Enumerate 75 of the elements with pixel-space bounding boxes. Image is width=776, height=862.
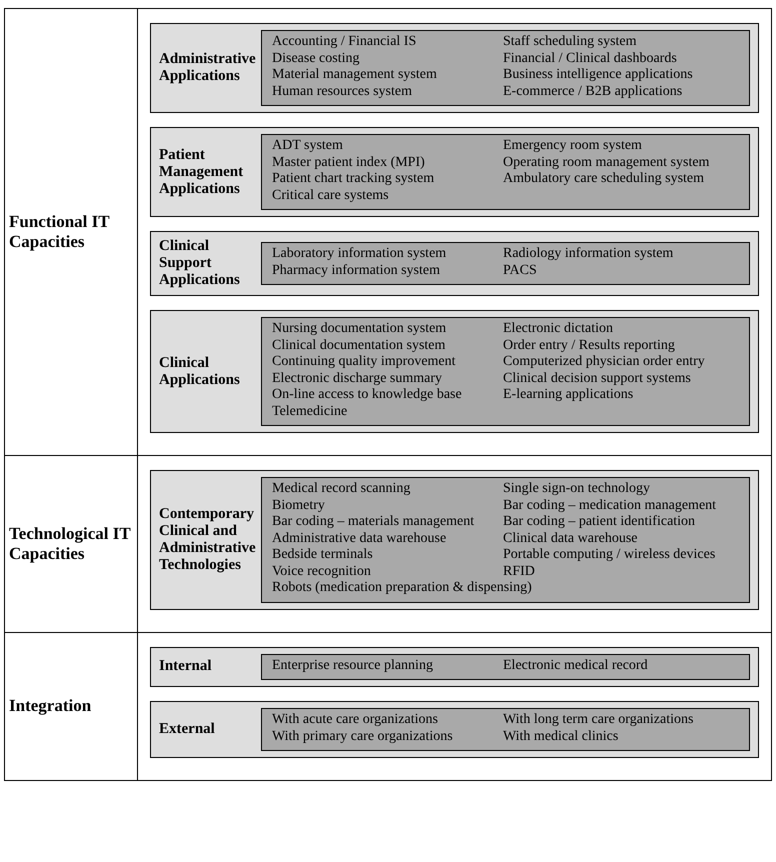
list-item: Radiology information system <box>503 246 674 262</box>
list-item: Ambulatory care scheduling system <box>503 171 706 188</box>
category-panel <box>150 231 759 296</box>
list-item: Computerized physician order entry <box>503 354 706 370</box>
list-item: Continuing quality improvement <box>272 354 457 370</box>
list-item: Bedside terminals <box>272 547 374 564</box>
category-panel <box>150 127 759 217</box>
list-item: Operating room management system <box>503 154 710 171</box>
list-item: Order entry / Results reporting <box>503 338 676 354</box>
list-item: Clinical documentation system <box>272 338 446 354</box>
list-item: Laboratory information system <box>272 246 448 262</box>
category-panel <box>150 310 759 433</box>
list-item: Voice recognition <box>272 564 372 580</box>
category-heading: Clinical Support Applications <box>159 238 241 289</box>
list-item: Single sign-on technology <box>503 481 651 498</box>
list-item: With primary care organizations <box>272 728 454 745</box>
table-row <box>5 632 771 780</box>
list-item: Bar coding – medication management <box>503 498 718 514</box>
category-heading: Internal <box>159 658 212 676</box>
list-item: Enterprise resource planning <box>272 658 434 674</box>
list-item: Financial / Clinical dashboards <box>503 50 678 67</box>
list-item: Staff scheduling system <box>503 34 638 50</box>
system-list-box <box>261 134 750 210</box>
list-item: Electronic medical record <box>503 658 649 674</box>
list-item: Human resources system <box>272 84 413 100</box>
list-item: Pharmacy information system <box>272 262 441 279</box>
list-item: Emergency room system <box>503 138 643 154</box>
list-item: Administrative data warehouse <box>272 530 448 547</box>
list-item: PACS <box>503 262 538 279</box>
list-item: Bar coding – patient identification <box>503 514 696 530</box>
system-list-box <box>261 30 750 106</box>
list-item: ADT system <box>272 138 344 154</box>
category-heading: Contemporary Clinical and Administrative Technologies <box>159 506 257 574</box>
list-item: Clinical data warehouse <box>503 530 639 547</box>
system-list-box <box>261 477 750 602</box>
category-panel <box>150 23 759 113</box>
list-item: Biometry <box>272 498 326 514</box>
system-list-box <box>261 708 750 751</box>
row-heading: Technological IT Capacities <box>9 524 132 564</box>
list-item: Robots (medication preparation & dispensing) <box>272 580 533 596</box>
list-item: Material management system <box>272 67 438 84</box>
list-item: E-commerce / B2B applications <box>503 84 684 100</box>
list-item: Accounting / Financial IS <box>272 34 418 50</box>
list-item: Medical record scanning <box>272 481 412 498</box>
list-item: E-learning applications <box>503 387 634 404</box>
list-item: RFID <box>503 564 536 580</box>
list-item: Bar coding – materials management <box>272 514 476 530</box>
row-heading: Functional IT Capacities <box>9 212 110 252</box>
category-heading: Patient Management Applications <box>159 146 244 198</box>
list-item: Portable computing / wireless devices <box>503 547 716 564</box>
list-item: Master patient index (MPI) <box>272 154 426 171</box>
category-heading: Clinical Applications <box>159 354 241 388</box>
category-panel <box>150 701 759 758</box>
list-item: Telemedicine <box>272 404 348 420</box>
list-item: Critical care systems <box>272 188 390 204</box>
system-list-box <box>261 242 750 285</box>
list-item: Business intelligence applications <box>503 67 694 84</box>
list-item: With medical clinics <box>503 728 620 745</box>
list-item: Electronic discharge summary <box>272 370 444 387</box>
category-heading: Administrative Applications <box>159 51 257 85</box>
category-panel <box>150 646 759 687</box>
list-item: With long term care organizations <box>503 712 694 728</box>
list-item: On-line access to knowledge base <box>272 387 463 404</box>
list-item: Disease costing <box>272 50 360 67</box>
table-row <box>5 455 771 632</box>
category-panel <box>150 470 759 610</box>
row-heading: Integration <box>9 696 92 716</box>
category-heading: External <box>159 721 216 738</box>
system-list-box <box>261 654 750 680</box>
list-item: Patient chart tracking system <box>272 171 436 188</box>
list-item: Clinical decision support systems <box>503 370 692 387</box>
list-item: With acute care organizations <box>272 712 439 728</box>
list-item: Nursing documentation system <box>272 321 448 338</box>
list-item: Electronic dictation <box>503 321 614 338</box>
system-list-box <box>261 317 750 426</box>
